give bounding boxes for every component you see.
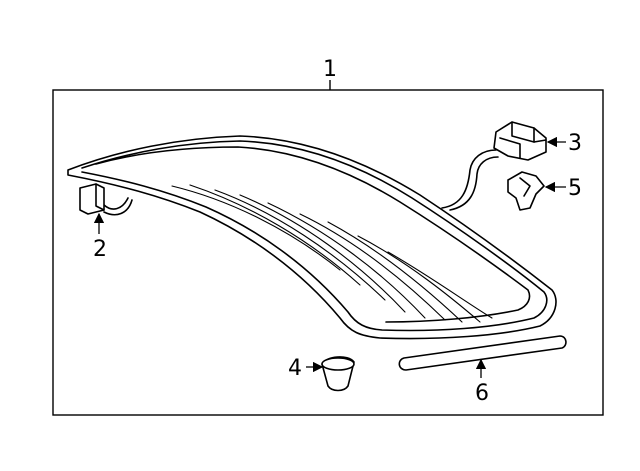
- part-5-bracket: [507, 171, 545, 211]
- callout-3-label: 3: [568, 131, 582, 156]
- part-6-molding: [398, 335, 567, 371]
- callout-6-label: 6: [475, 381, 489, 406]
- callout-5-label: 5: [568, 176, 582, 201]
- callout-4-label: 4: [288, 356, 302, 381]
- rear-glass: [67, 135, 557, 340]
- callout-2-label: 2: [93, 237, 107, 262]
- callout-1-label: 1: [323, 57, 337, 82]
- part-3-plug: [493, 121, 547, 161]
- part-2-connector: [79, 183, 105, 215]
- assembly-frame: [52, 89, 604, 416]
- part-4-cap: [321, 356, 355, 392]
